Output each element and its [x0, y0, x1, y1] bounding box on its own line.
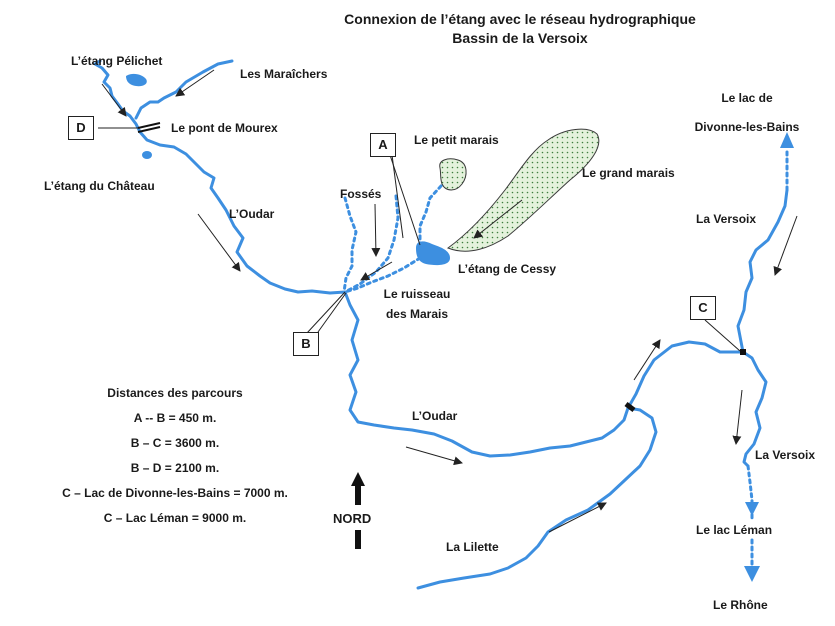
- label-etang-cessy: L’étang de Cessy: [458, 262, 557, 276]
- label-ruisseau-line-1: Le ruisseau: [383, 287, 451, 301]
- label-lac-leman: Le lac Léman: [696, 523, 773, 537]
- title-line-1: Connexion de l’étang avec le réseau hydr…: [344, 11, 696, 27]
- label-lac-divonne: Le lac de Divonne-les-Bains: [686, 84, 808, 142]
- label-fosses: Fossés: [340, 187, 382, 201]
- petit-marais-shape: [439, 158, 467, 191]
- label-etang-pelichet: L’étang Pélichet: [71, 54, 163, 68]
- point-c-marker: [740, 349, 746, 355]
- label-grand-marais: Le grand marais: [582, 166, 675, 180]
- flow-arrow: [175, 69, 215, 97]
- etang-chateau-shape: [142, 151, 152, 159]
- label-lac-divonne-line-2: Divonne-les-Bains: [694, 120, 800, 134]
- flow-arrow: [473, 199, 523, 239]
- fosses-ditch-right: [343, 194, 400, 294]
- pont-mourex-marker: [137, 122, 161, 133]
- flow-arrow: [773, 215, 798, 276]
- distance-row-c-divonne: C – Lac de Divonne-les-Bains = 7000 m.: [62, 486, 288, 500]
- north-label: NORD: [333, 511, 372, 526]
- lilette-junction-marker: [624, 402, 636, 412]
- etang-pelichet-shape: [126, 73, 147, 87]
- maraichers-stream: [134, 59, 234, 120]
- label-versoix-bottom: La Versoix: [755, 448, 816, 462]
- distance-row-b-c: B – C = 3600 m.: [130, 436, 220, 450]
- flow-arrow: [548, 502, 607, 533]
- north-arrow-icon: [351, 472, 365, 549]
- point-c-box: C: [690, 296, 716, 320]
- flow-arrow: [732, 389, 743, 445]
- oudar-river-upper: [93, 59, 347, 295]
- label-oudar-top: L’Oudar: [229, 207, 275, 221]
- versoix-river: [736, 188, 789, 468]
- grand-marais-shape: [446, 128, 600, 252]
- fosses-ditch-left: [342, 196, 358, 294]
- flow-arrow: [633, 339, 661, 381]
- flow-arrow: [371, 203, 381, 257]
- petit-marais-outflow: [418, 184, 443, 246]
- label-maraichers: Les Maraîchers: [240, 67, 328, 81]
- title-line-2: Bassin de la Versoix: [452, 30, 588, 46]
- label-rhone: Le Rhône: [713, 598, 768, 612]
- point-b-box: B: [293, 332, 319, 356]
- rhone-arrowhead: [744, 566, 760, 582]
- oudar-river-lower: [343, 290, 745, 458]
- map-title: Connexion de l’étang avec le réseau hydr…: [320, 10, 720, 48]
- divonne-arrowhead: [780, 132, 794, 148]
- label-lilette: La Lilette: [446, 540, 499, 554]
- label-lac-divonne-line-1: Le lac de: [721, 91, 773, 105]
- flow-arrow: [360, 261, 393, 281]
- distance-row-a-b: A -- B = 450 m.: [133, 411, 217, 425]
- label-etang-chateau: L’étang du Château: [44, 179, 155, 193]
- distance-row-c-leman: C – Lac Léman = 9000 m.: [103, 511, 247, 525]
- point-a-box: A: [370, 133, 396, 157]
- label-versoix-top: La Versoix: [696, 212, 757, 226]
- leman-arrowhead: [745, 502, 759, 516]
- distances-heading: Distances des parcours: [107, 386, 243, 400]
- etang-cessy-shape: [416, 241, 450, 266]
- flow-arrow: [405, 446, 463, 466]
- label-ruisseau-des-marais: Le ruisseau des Marais: [374, 284, 460, 324]
- label-petit-marais: Le petit marais: [414, 133, 499, 147]
- ruisseau-des-marais: [343, 256, 422, 294]
- label-pont-mourex: Le pont de Mourex: [171, 121, 278, 135]
- label-ruisseau-line-2: des Marais: [385, 307, 449, 321]
- point-d-box: D: [68, 116, 94, 140]
- flow-arrow: [101, 83, 127, 117]
- distance-row-b-d: B – D = 2100 m.: [130, 461, 220, 475]
- label-oudar-bottom: L’Oudar: [412, 409, 458, 423]
- lilette-river: [416, 406, 658, 590]
- flow-arrow: [197, 213, 241, 272]
- distances-legend: Distances des parcours A -- B = 450 m. B…: [30, 386, 320, 536]
